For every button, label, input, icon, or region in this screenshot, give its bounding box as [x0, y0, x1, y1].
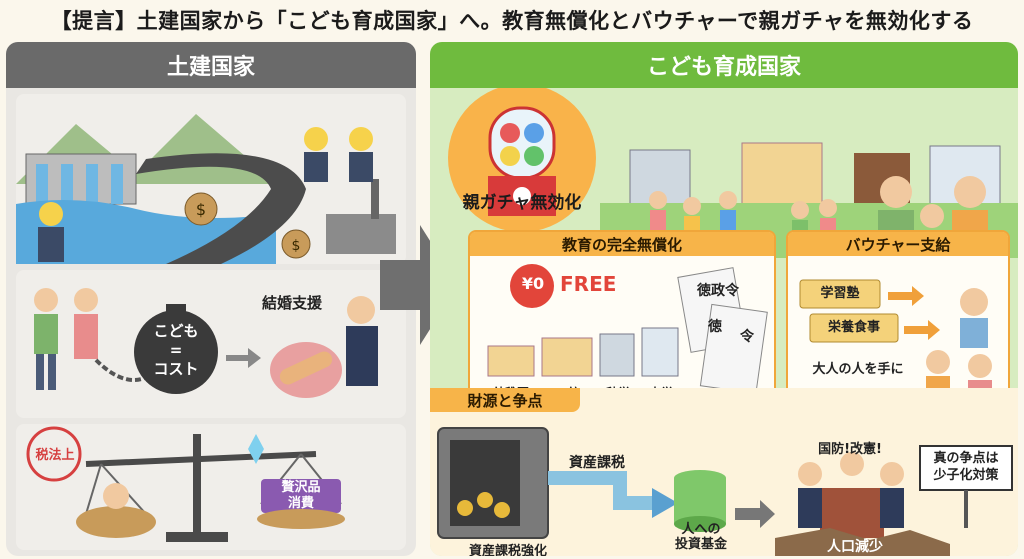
free-education-illustration [487, 264, 768, 395]
scale-illustration [26, 426, 345, 542]
voucher-caption: 大人の人を手に [812, 362, 904, 377]
free-education-heading: 教育の完全無償化 [470, 232, 774, 256]
tax-law-stamp: 税法上 [35, 448, 75, 463]
construction-illustration: $ $ $ [16, 114, 396, 264]
svg-text:$: $ [196, 200, 206, 219]
page-title: 【提言】土建国家から「こども育成国家」へ。教育無償化とバウチャーで親ガチャを無効… [50, 9, 974, 33]
torn-decree-fragment-2: 令 [740, 329, 754, 345]
luxury-line2: 消費 [287, 496, 314, 511]
debt-decree-label: 徳政令 [697, 283, 739, 299]
voucher-card: バウチャー支給 学習塾 栄養食事 大人の人を手に [786, 230, 1010, 410]
finance-heading: 財源と争点 [430, 388, 580, 412]
torn-decree-fragment-1: 徳 [708, 319, 722, 335]
left-panel-construction-state: 土建国家 $ $ $ [6, 42, 416, 556]
voucher-heading: バウチャー支給 [788, 232, 1008, 256]
child-cost-line2: = [169, 341, 183, 359]
svg-text:$: $ [292, 238, 301, 254]
child-cost-illustration [34, 288, 378, 398]
child-cost-section: こども = コスト 結婚支援 [16, 270, 406, 418]
fund-line2: 投資基金 [674, 537, 727, 552]
finance-illustration [437, 427, 1013, 556]
finance-issues-card: 財源と争点 資産課税 資産課税強化 [430, 388, 1018, 556]
tax-scale-section: 税法上 贅沢品 消費 [16, 424, 406, 550]
construction-section: $ $ $ [16, 94, 406, 264]
real-issue-line1: 真の争点は [933, 451, 999, 466]
people-investment-fund-label: 人への 投資基金 [656, 522, 746, 552]
real-issue-line2: 少子化対策 [933, 468, 999, 483]
right-panel-header: こども育成国家 [430, 42, 1018, 88]
free-label: FREE [560, 272, 617, 296]
parent-lottery-nullify-label: 親ガチャ無効化 [462, 193, 582, 213]
luxury-consumption-label: 贅沢品 消費 [261, 480, 341, 512]
asset-tax-label: 資産課税 [569, 455, 625, 471]
left-panel-header: 土建国家 [6, 42, 416, 88]
fund-line1: 人への [681, 522, 721, 537]
child-cost-line3: コスト [153, 360, 199, 378]
asset-tax-strengthen-label: 資産課税強化 [468, 544, 547, 556]
right-panel-child-nation: こども育成国家 親ガチャ無効化 教育の完全無償化 [430, 42, 1018, 556]
real-issue-sign: 真の争点は 少子化対策 [920, 450, 1012, 484]
child-cost-line1: こども [153, 322, 199, 340]
population-decline-label: 人口減少 [827, 539, 883, 555]
marriage-support-label: 結婚支援 [261, 294, 322, 312]
defense-constitution-slogan: 国防!改憲! [818, 442, 882, 457]
voucher-ticket-nutrition: 栄養食事 [827, 320, 880, 335]
free-education-card: 教育の完全無償化 ¥0 FREE 徳政令 徳 令 幼稚園 〜統 秋学 大学 [468, 230, 776, 410]
zero-yen-badge: ¥0 [521, 274, 545, 293]
voucher-ticket-cram-school: 学習塾 [820, 286, 860, 301]
money-bag-icon: $ [184, 192, 218, 226]
luxury-line1: 贅沢品 [281, 480, 321, 495]
child-cost-weight-label: こども = コスト [134, 322, 218, 379]
money-bag-icon: $ [281, 229, 311, 259]
